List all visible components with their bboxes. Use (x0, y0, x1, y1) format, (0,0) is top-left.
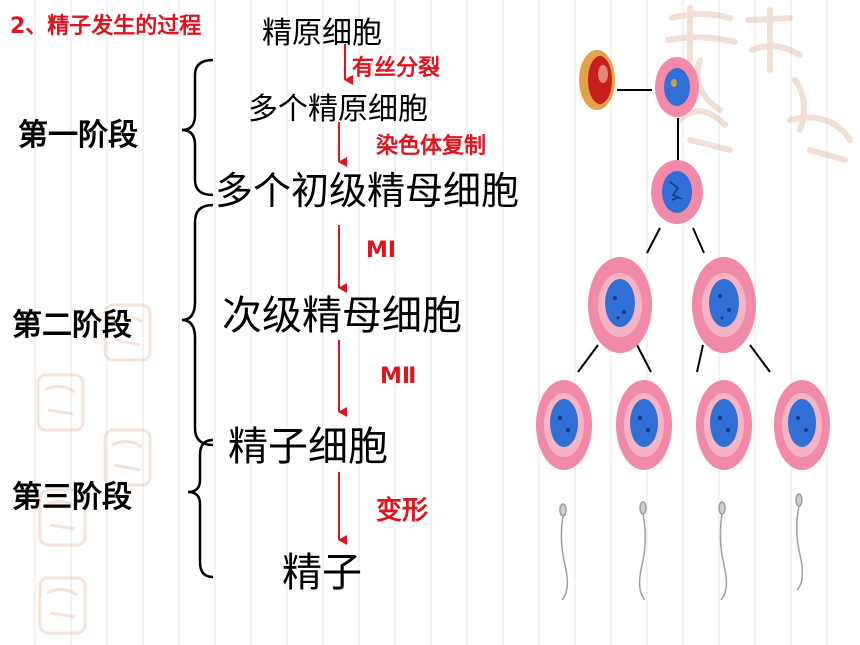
spermatid-cell-icon-4 (774, 380, 830, 470)
sertoli-cell-icon (579, 50, 615, 110)
brace-third-stage (187, 438, 214, 579)
cell-connector-lines (577, 89, 771, 373)
brace-second-stage (181, 203, 214, 447)
step-spermatogonium: 精原细胞 (262, 16, 382, 51)
stage-label-third: 第三阶段 (12, 480, 132, 515)
watermark-logo-small-1 (103, 303, 152, 362)
sperm-icon-2 (638, 501, 647, 601)
watermark-logo-small-5 (38, 576, 87, 635)
sperm-icon-3 (718, 501, 728, 601)
step-multiple-spermatogonia: 多个精原细胞 (248, 92, 428, 127)
secondary-spermatocyte-cell-icon-right (692, 257, 756, 353)
process-label-transformation: 变形 (376, 496, 429, 526)
step-sperm: 精子 (282, 550, 362, 596)
stage-label-first: 第一阶段 (18, 118, 138, 153)
process-label-chromosome-replication: 染色体复制 (376, 134, 487, 159)
step-spermatids: 精子细胞 (228, 424, 388, 470)
spermatogonium-cell-icon (655, 57, 699, 117)
secondary-spermatocyte-cell-icon-left (588, 257, 652, 353)
primary-spermatocyte-cell-icon (651, 160, 703, 224)
page-title: 2、精子发生的过程 (10, 14, 202, 39)
process-label-meiosis-2: MⅡ (380, 364, 417, 389)
spermatid-cell-icon-2 (616, 380, 672, 470)
process-label-meiosis-1: MⅠ (366, 238, 397, 263)
sperm-icon-4 (795, 493, 804, 591)
stage-label-second: 第二阶段 (12, 308, 132, 343)
watermark-logo-large (665, 5, 853, 163)
brace-first-stage (181, 58, 214, 197)
step-secondary-spermatocytes: 次级精母细胞 (222, 293, 462, 339)
spermatid-cell-icon-3 (696, 380, 752, 470)
spermatid-cell-icon-1 (536, 380, 592, 470)
watermark-logo-small-2 (36, 373, 85, 432)
watermark-logo-small-3 (103, 428, 152, 487)
process-label-mitosis: 有丝分裂 (352, 56, 441, 81)
step-primary-spermatocytes: 多个初级精母细胞 (215, 169, 520, 213)
watermark-logo-small-4 (38, 488, 87, 547)
sperm-icon-1 (559, 503, 569, 601)
